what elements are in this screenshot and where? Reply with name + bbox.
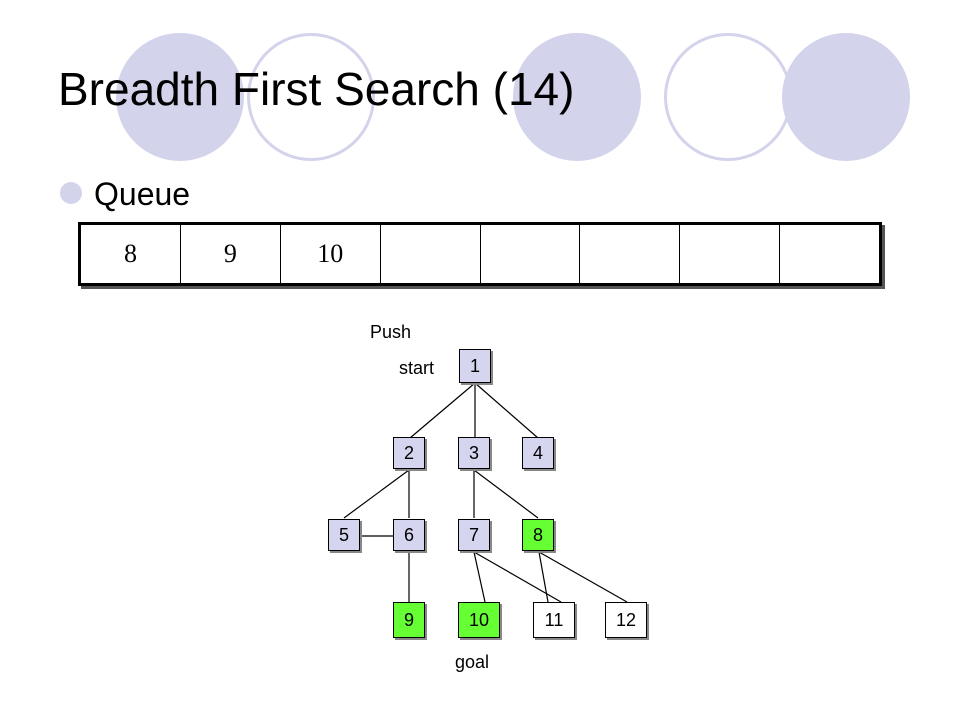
graph-node-12: 12 xyxy=(605,602,647,638)
push-label: Push xyxy=(370,322,412,342)
graph-node-3: 3 xyxy=(458,437,490,469)
graph-node-1: 1 xyxy=(459,349,491,383)
edge-7-11 xyxy=(473,551,562,603)
slide-title: Breadth First Search (14) xyxy=(58,63,575,115)
start-label: start xyxy=(399,358,435,378)
graph-node-10: 10 xyxy=(458,602,500,638)
edge-8-11 xyxy=(538,551,549,603)
bullet-queue-label: Queue xyxy=(94,176,191,212)
edge-7-10 xyxy=(473,551,486,603)
graph-node-5: 5 xyxy=(328,519,360,551)
edge-1-4 xyxy=(474,382,539,439)
goal-label: goal xyxy=(455,652,490,672)
graph-node-8: 8 xyxy=(522,519,554,551)
graph-node-11: 11 xyxy=(533,602,575,638)
decor-circle-3 xyxy=(782,33,910,161)
queue-cell xyxy=(381,225,481,283)
decor-circle-1 xyxy=(116,33,244,161)
queue-cell: 9 xyxy=(181,225,281,283)
queue-table: 8 9 10 xyxy=(78,222,882,286)
graph-node-2: 2 xyxy=(393,437,425,469)
edge-8-12 xyxy=(538,551,628,603)
queue-cell xyxy=(481,225,581,283)
queue-cell xyxy=(580,225,681,283)
edge-2-5 xyxy=(343,469,410,519)
graph-node-9: 9 xyxy=(393,602,425,638)
graph-node-4: 4 xyxy=(522,437,554,469)
graph-node-6: 6 xyxy=(393,519,425,551)
queue-cell xyxy=(680,225,781,283)
graph-node-7: 7 xyxy=(458,519,490,551)
decor-circle-2 xyxy=(513,33,641,161)
bullet-dot-icon xyxy=(60,182,82,204)
edge-3-8 xyxy=(473,469,539,519)
edge-1-2 xyxy=(409,382,476,439)
queue-cell: 8 xyxy=(81,225,181,283)
decor-ring-1 xyxy=(247,33,375,161)
queue-cell: 10 xyxy=(281,225,381,283)
